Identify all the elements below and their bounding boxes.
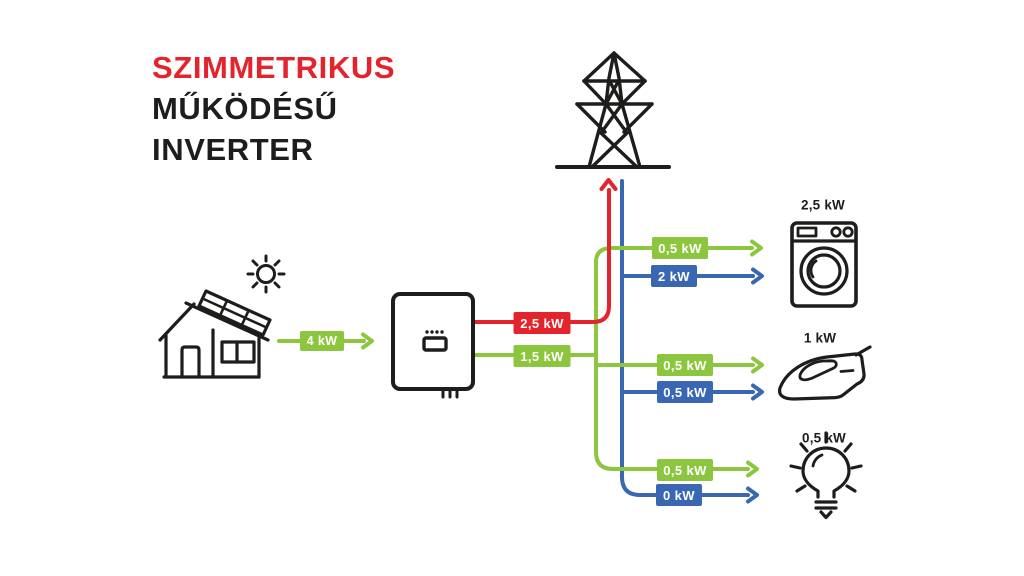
house-with-solar-panels-icon	[158, 289, 272, 379]
pv-output-badge: 4 kW	[300, 331, 344, 351]
solar-panel-grid	[201, 297, 268, 329]
grid-washer-arrowhead	[751, 267, 764, 285]
grid-bulb-arrowhead	[746, 486, 759, 504]
grid-feed-flow-line	[472, 178, 618, 324]
house-left-roof	[158, 302, 196, 342]
title-line-2: MŰKÖDÉSŰ	[152, 91, 338, 126]
bulb-solar-badge: 0,5 kW	[657, 459, 713, 481]
light-bulb-icon	[789, 431, 863, 520]
bulb-base	[814, 500, 838, 510]
grid-trunk-line	[620, 179, 750, 497]
iron-solar-badge: 0,5 kW	[657, 354, 713, 376]
washer-door	[799, 246, 849, 296]
washer-knob	[830, 226, 842, 238]
inverter-legs	[441, 387, 459, 399]
grid-feed-arrowhead	[599, 178, 618, 191]
bulb-rays	[789, 431, 863, 493]
inverter-to-grid-line	[472, 188, 611, 324]
washer-knob	[842, 226, 854, 238]
washer-solar-badge: 0,5 kW	[652, 237, 708, 259]
load-feed-badge: 1,5 kW	[513, 345, 571, 367]
iron-rating-label: 1 kW	[803, 330, 837, 346]
grid-feed-badge: 2,5 kW	[513, 312, 571, 334]
title-line-1: SZIMMETRIKUS	[152, 50, 396, 85]
iron-icon	[777, 345, 872, 401]
grid-iron-arrowhead	[751, 383, 764, 401]
washing-machine-icon	[790, 221, 858, 308]
washer-grid-badge: 2 kW	[651, 265, 697, 287]
washer-rating-label: 2,5 kW	[801, 197, 845, 213]
pv-arrowhead	[361, 332, 374, 350]
inverter-icon	[391, 292, 475, 399]
iron-cord	[854, 345, 872, 357]
iron-dial	[839, 369, 855, 373]
transmission-tower-icon	[555, 51, 671, 169]
bulb-highlight	[811, 453, 824, 468]
grid-flow-lines	[620, 179, 764, 504]
page-title: SZIMMETRIKUS MŰKÖDÉSŰ INVERTER	[152, 47, 395, 170]
solar-iron-arrowhead	[751, 356, 764, 374]
inverter-display	[422, 336, 448, 352]
solar-bulb-arrowhead	[746, 460, 759, 478]
sun-icon	[246, 254, 286, 294]
solar-bulb-line	[594, 450, 750, 471]
solar-washer-arrowhead	[750, 239, 763, 257]
house-door	[180, 345, 201, 379]
bulb-rating-label: 0,5 kW	[802, 430, 846, 446]
house-roof-slope	[184, 301, 270, 342]
bulb-tip	[819, 510, 833, 520]
title-line-3: INVERTER	[152, 132, 314, 167]
washer-drawer	[796, 226, 818, 238]
solar-trunk-line	[594, 246, 754, 454]
bulb-grid-badge: 0 kW	[656, 484, 702, 506]
iron-grid-badge: 0,5 kW	[657, 381, 713, 403]
iron-handle	[798, 359, 838, 382]
